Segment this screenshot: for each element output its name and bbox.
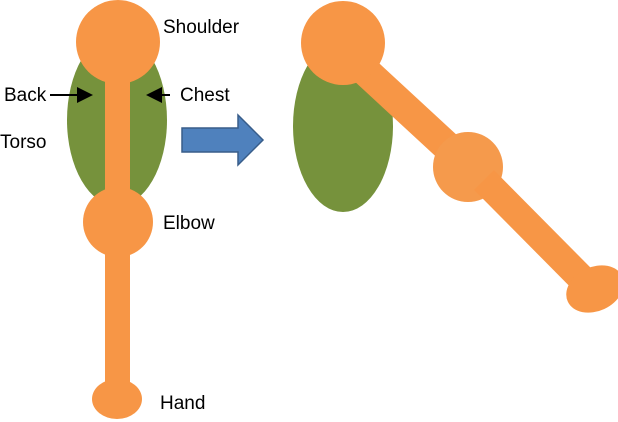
label-elbow: Elbow [163,213,215,234]
label-torso: Torso [0,132,46,153]
label-shoulder: Shoulder [163,17,240,38]
forearm-raised [474,170,600,297]
label-hand: Hand [160,393,205,414]
shoulder-joint [76,0,160,84]
label-chest: Chest [180,85,230,106]
hand-shape [92,379,142,419]
label-back: Back [4,85,47,106]
arm-raised-figure [293,1,618,313]
hand-shape-raised [566,265,618,313]
transition-arrow [181,113,265,167]
elbow-joint [83,187,153,257]
shoulder-joint-raised [301,1,385,85]
arm-resting-figure [67,0,167,419]
